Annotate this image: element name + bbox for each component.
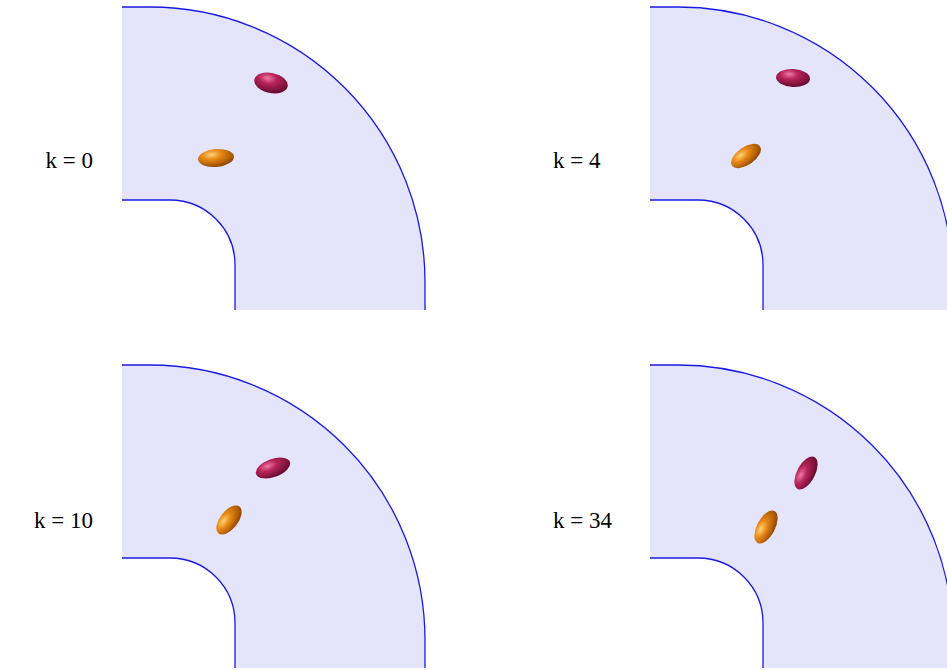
panel [122,365,425,668]
red-particle [776,68,811,88]
step-label: k = 34 [553,509,612,532]
red-particle [252,70,289,97]
orange-particle [197,147,234,168]
step-label: k = 4 [553,149,600,172]
step-label: k = 10 [34,509,93,532]
red-particle [253,453,293,482]
panel [122,7,425,310]
panel [650,7,947,310]
orange-particle [211,501,246,539]
orange-particle [727,139,765,173]
red-particle [790,453,823,493]
step-label: k = 0 [46,149,93,172]
panel [650,365,947,668]
orange-particle [750,507,783,547]
